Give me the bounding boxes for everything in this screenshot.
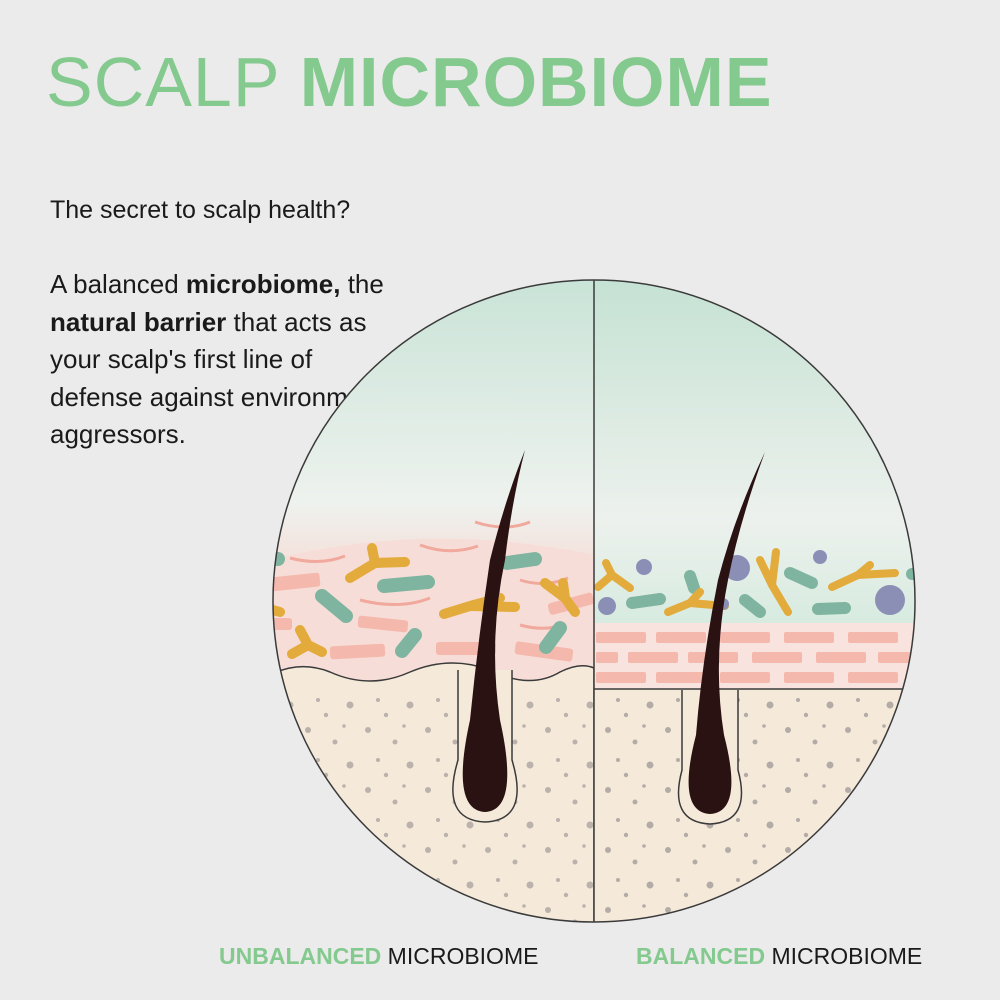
magnifier-circle (272, 279, 916, 923)
para-bold: microbiome, (185, 269, 341, 299)
unbalanced-side (273, 280, 595, 922)
hair-icon (688, 452, 765, 814)
label-highlight: BALANCED (636, 943, 766, 969)
para-text: A balanced (50, 269, 186, 299)
para-bold: natural barrier (50, 306, 227, 337)
title-light: SCALP (46, 43, 280, 121)
title-bold: MICROBIOME (299, 43, 773, 121)
label-highlight: UNBALANCED (219, 943, 382, 969)
label-rest: MICROBIOME (381, 943, 539, 969)
para-text: that acts as your scalp's first line of … (50, 306, 405, 450)
hair-icon (462, 450, 525, 812)
hair-follicle-left (452, 450, 525, 823)
label-rest: MICROBIOME (765, 943, 923, 969)
label-balanced: BALANCED MICROBIOME (636, 943, 922, 970)
para-text: the (340, 269, 384, 299)
teal-bacteria (626, 567, 915, 618)
page-title: SCALP MICROBIOME (46, 44, 773, 120)
hair-follicle-right (677, 452, 765, 825)
description-paragraph: A balanced microbiome, the natural barri… (50, 266, 410, 454)
label-unbalanced: UNBALANCED MICROBIOME (219, 943, 538, 970)
question-text: The secret to scalp health? (50, 196, 351, 224)
skin-brick-layer (596, 632, 915, 683)
balanced-side (594, 280, 915, 922)
